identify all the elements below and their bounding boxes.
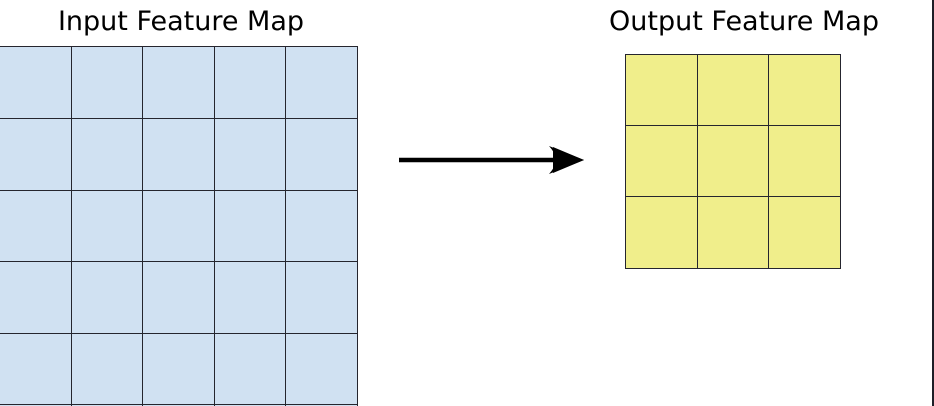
output-feature-map-grid	[625, 54, 842, 269]
canvas-right-edge	[932, 0, 934, 406]
output-feature-map-cell	[696, 125, 770, 198]
output-feature-map-cell	[696, 54, 770, 127]
input-feature-map-cell	[142, 46, 215, 120]
input-feature-map-cell	[213, 189, 287, 263]
output-feature-map-cell	[625, 196, 699, 269]
input-feature-map-cell	[284, 46, 358, 120]
input-feature-map-cell	[142, 261, 215, 334]
transformation-arrow	[392, 136, 592, 186]
input-feature-map-cell	[0, 118, 72, 191]
input-feature-map-title: Input Feature Map	[57, 6, 305, 37]
input-feature-map-cell	[70, 189, 144, 263]
output-feature-map-title: Output Feature Map	[609, 6, 879, 37]
output-feature-map-cell	[696, 196, 770, 269]
output-feature-map-cell	[768, 54, 842, 127]
input-feature-map-cell	[0, 189, 72, 263]
input-feature-map-cell	[213, 332, 287, 406]
output-feature-map-cell	[625, 54, 699, 127]
input-feature-map-cell	[70, 332, 144, 406]
output-feature-map-cell	[768, 125, 842, 198]
input-feature-map-cell	[213, 261, 287, 334]
input-feature-map-cell	[0, 261, 72, 334]
input-feature-map-cell	[213, 46, 287, 120]
input-feature-map-cell	[142, 118, 215, 191]
input-feature-map-cell	[0, 46, 72, 120]
input-feature-map-cell	[213, 118, 287, 191]
input-feature-map-cell	[70, 261, 144, 334]
input-feature-map-cell	[284, 261, 358, 334]
input-feature-map-cell	[0, 332, 72, 406]
input-feature-map-cell	[284, 332, 358, 406]
input-feature-map-grid	[0, 46, 358, 406]
output-feature-map-cell	[625, 125, 699, 198]
output-feature-map-cell	[768, 196, 842, 269]
input-feature-map-cell	[142, 332, 215, 406]
arrow-right-icon	[399, 146, 584, 174]
input-feature-map-cell	[142, 189, 215, 263]
input-feature-map-cell	[284, 189, 358, 263]
input-feature-map-cell	[284, 404, 358, 406]
input-feature-map-cell	[284, 118, 358, 191]
input-feature-map-cell	[70, 118, 144, 191]
input-feature-map-cell	[70, 46, 144, 120]
